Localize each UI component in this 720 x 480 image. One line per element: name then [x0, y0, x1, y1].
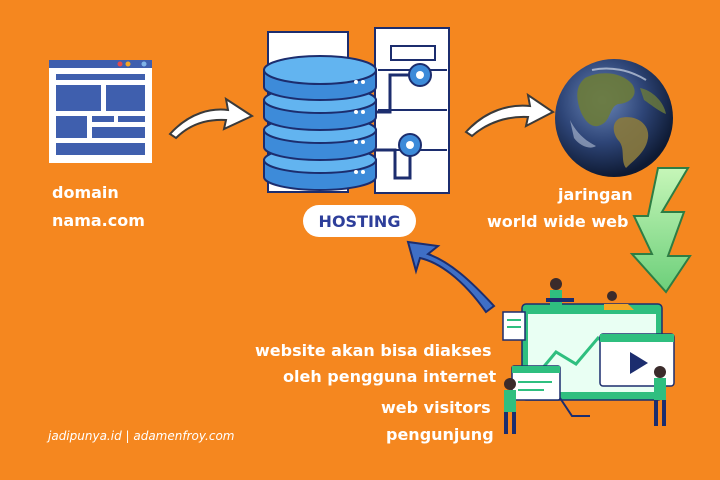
browser-window-icon	[49, 60, 152, 163]
credit-text: jadipunya.id | adamenfroy.com	[48, 429, 235, 443]
access-label: website akan bisa diakses	[255, 341, 492, 360]
curved-arrow-icon	[168, 96, 255, 140]
database-server-icon	[263, 55, 377, 191]
curved-arrow-icon	[464, 92, 555, 138]
hosting-label: HOSTING	[318, 211, 401, 231]
web-visitors-illustration	[502, 278, 675, 434]
visitors-label: web visitors	[381, 398, 491, 417]
globe-icon	[555, 59, 673, 177]
hosting-badge: HOSTING	[303, 205, 416, 237]
network-label: jaringan	[558, 185, 633, 204]
lightning-bolt-icon	[629, 167, 692, 294]
access-users-label: oleh pengguna internet	[283, 367, 497, 386]
network-www-label: world wide web	[487, 212, 629, 231]
curved-arrow-icon	[406, 240, 496, 314]
domain-label: domain	[52, 183, 119, 202]
domain-name-label: nama.com	[52, 211, 145, 230]
visitors-id-label: pengunjung	[386, 425, 494, 444]
